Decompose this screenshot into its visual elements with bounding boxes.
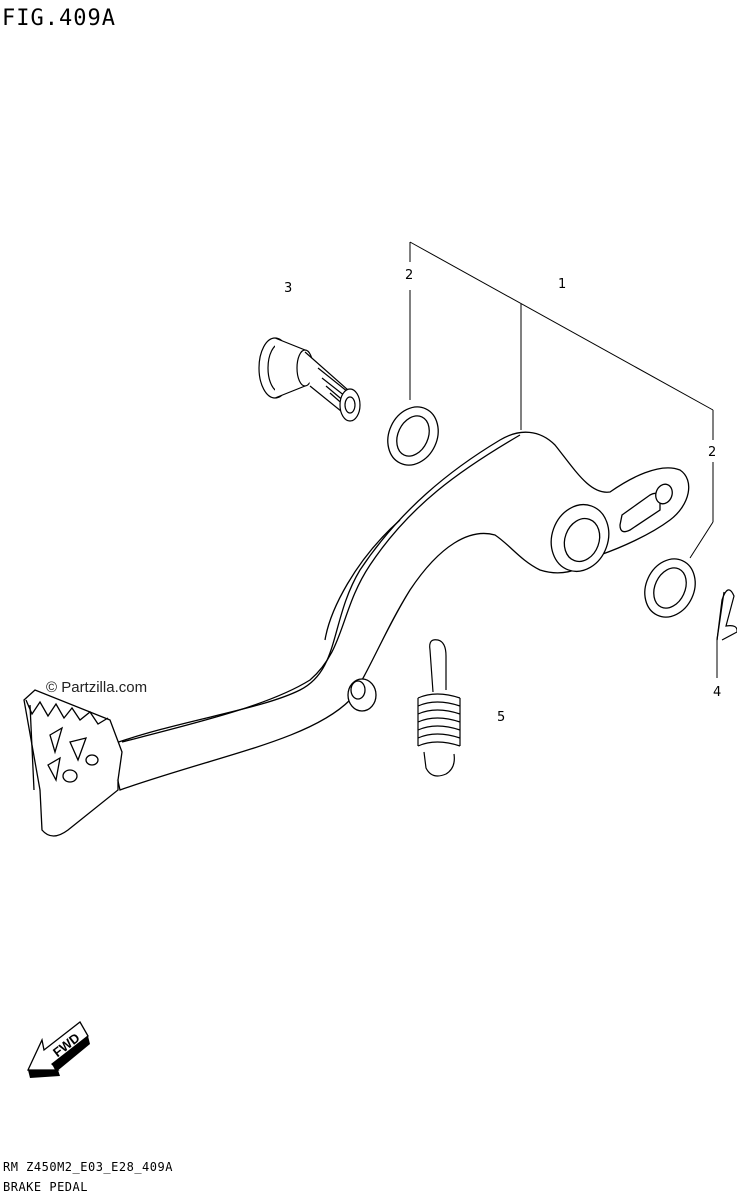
- washer-upper: [387, 406, 439, 466]
- leader-lines: [409, 241, 718, 678]
- washer-lower: [644, 558, 696, 618]
- pedal-tip: [23, 689, 123, 837]
- brake-pedal-arm: [109, 431, 690, 791]
- pivot-bolt: [258, 337, 361, 422]
- watermark-text: © Partzilla.com: [46, 679, 147, 696]
- callout-3: 3: [284, 281, 292, 296]
- cotter-pin: [716, 589, 737, 641]
- callout-4: 4: [713, 685, 721, 700]
- return-spring: [417, 639, 461, 777]
- callout-2-upper: 2: [405, 268, 413, 283]
- diagram-code: RM Z450M2_E03_E28_409A: [3, 1160, 173, 1174]
- fwd-arrow-icon: FWD: [26, 1021, 90, 1078]
- figure-title: FIG.409A: [2, 6, 116, 31]
- callout-1: 1: [558, 277, 566, 292]
- diagram-caption: BRAKE PEDAL: [3, 1180, 88, 1194]
- callout-2-lower: 2: [708, 445, 716, 460]
- callout-5: 5: [497, 710, 505, 725]
